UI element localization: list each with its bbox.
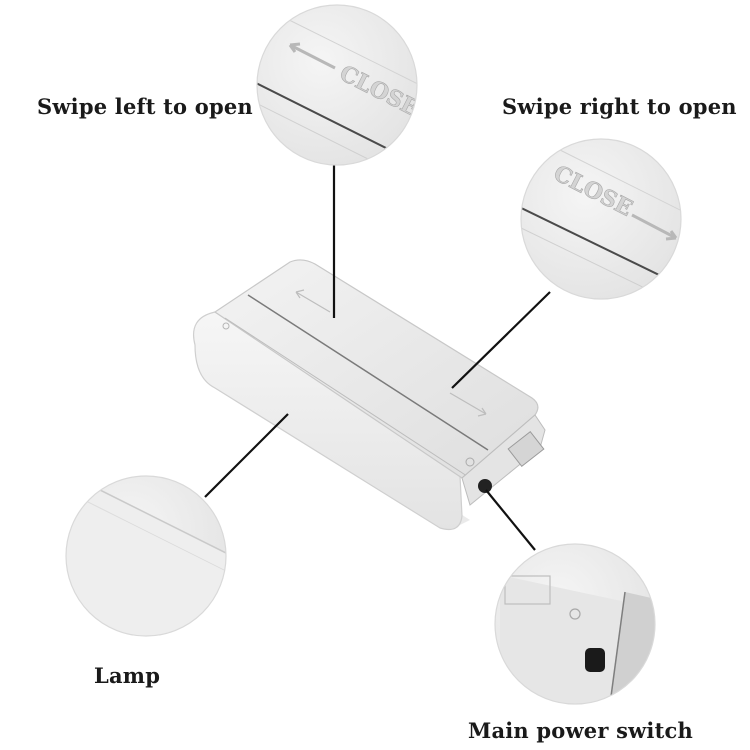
arrow-right-icon	[449, 392, 487, 417]
callout-line-right	[451, 291, 551, 389]
device-top-cover	[213, 259, 539, 479]
zoom-circle-power-switch	[494, 543, 656, 705]
arrow-right-icon	[631, 213, 678, 241]
power-button-icon	[478, 479, 492, 493]
device	[193, 259, 546, 531]
power-button-icon	[585, 648, 605, 672]
zoom-circle-slide-right: CLOSE	[520, 138, 682, 300]
arrow-left-icon	[295, 289, 331, 313]
zoom-circle-lamp	[65, 475, 227, 637]
zoom-circle-slide-left: CLOSE	[256, 4, 418, 166]
label-swipe-right: Swipe right to open	[502, 94, 737, 119]
callout-lines	[204, 165, 551, 551]
label-lamp: Lamp	[94, 663, 161, 688]
label-swipe-left: Swipe left to open	[37, 94, 253, 119]
device-lamp-face	[193, 311, 463, 531]
callout-line-lamp	[204, 413, 289, 498]
label-power-switch: Main power switch	[468, 718, 693, 743]
arrow-left-icon	[288, 42, 336, 70]
callout-line-power	[485, 489, 536, 551]
